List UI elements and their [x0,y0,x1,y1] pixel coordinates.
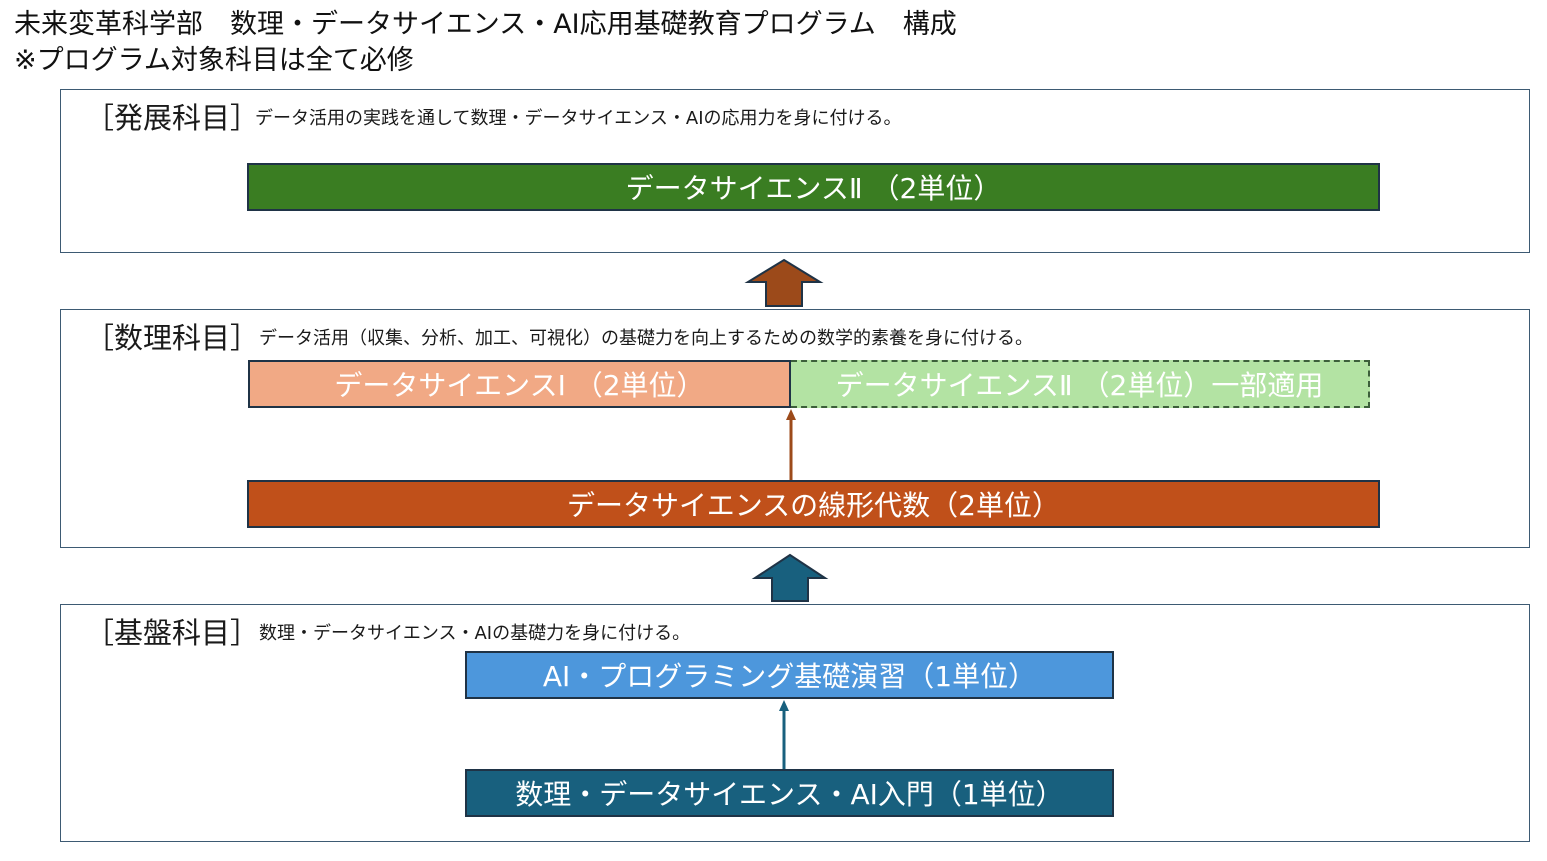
basic-to-math-arrow [751,553,829,602]
page-note: ※プログラム対象科目は全て必修 [14,45,414,76]
section-advanced-description: データ活用の実践を通して数理・データサイエンス・AIの応用力を身に付ける。 [255,108,902,129]
course-linear-algebra: データサイエンスの線形代数（2単位） [247,480,1380,528]
course-intro: 数理・データサイエンス・AI入門（1単位） [465,769,1114,817]
intro-to-ai-programming-head [779,700,789,711]
math-to-advanced-arrow [744,258,824,307]
course-data-science-2-partial: データサイエンスⅡ （2単位）一部適用 [791,360,1370,408]
arrow-up-icon [786,409,796,480]
course-data-science-2: データサイエンスⅡ （2単位） [247,163,1380,211]
section-math-description: データ活用（収集、分析、加工、可視化）の基礎力を向上するための数学的素養を身に付… [259,328,1033,349]
course-data-science-1: データサイエンスⅠ （2単位） [248,360,791,408]
course-ai-programming: AI・プログラミング基礎演習（1単位） [465,651,1114,699]
section-basic-description: 数理・データサイエンス・AIの基礎力を身に付ける。 [259,623,691,644]
section-advanced-heading: ［発展科目］ [85,101,260,135]
arrow-up-icon [779,700,789,769]
block-arrow-up-icon [744,258,824,307]
block-arrow-up-icon [751,553,829,602]
section-math-heading: ［数理科目］ [85,321,260,355]
linear-algebra-to-ds1-head [786,409,796,420]
section-basic-heading: ［基盤科目］ [85,616,260,650]
page-title: 未来変革科学部 数理・データサイエンス・AI応用基礎教育プログラム 構成 [14,9,957,40]
